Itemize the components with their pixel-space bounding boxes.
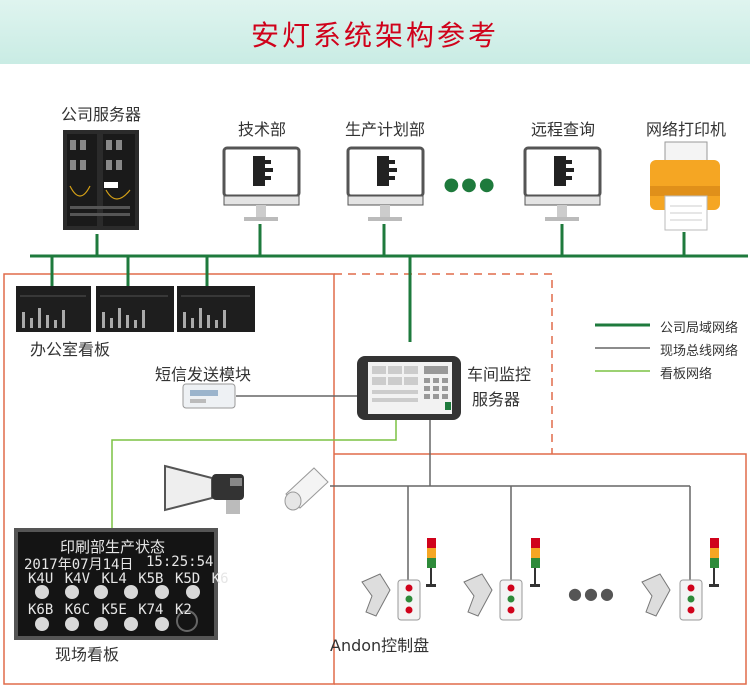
board-codes-row1: K4U K4V KL4 K5B K5D K6 — [28, 571, 229, 587]
site-board-frame — [14, 528, 218, 640]
legend-board-label: 看板网络 — [660, 367, 713, 382]
network-printer — [650, 141, 720, 231]
legend-bus-label: 现场总线网络 — [660, 344, 739, 359]
sms-label: 短信发送模块 — [155, 365, 252, 384]
page-title: 安灯系统架构参考 — [250, 19, 499, 52]
andon-station-2 — [463, 538, 540, 621]
plan-label: 生产计划部 — [344, 120, 426, 139]
camera — [284, 467, 329, 511]
office-board-label: 办公室看板 — [30, 340, 111, 359]
board-net-line — [111, 420, 397, 530]
board-code: K6B — [28, 602, 54, 618]
sms-module — [182, 383, 236, 409]
board-code: K74 — [138, 602, 164, 618]
andon-region — [334, 453, 747, 685]
andon-label: Andon控制盘 — [330, 636, 430, 655]
board-code: K4V — [64, 571, 91, 587]
board-code: KL4 — [101, 571, 127, 587]
board-code: K5D — [174, 571, 201, 587]
horn-speaker — [164, 464, 244, 514]
printer-label: 网络打印机 — [645, 120, 727, 139]
lan-lines — [30, 224, 748, 342]
monitor-plan — [346, 146, 425, 221]
monitor-remote — [523, 146, 602, 221]
ellipsis-bottom: ●●● — [568, 584, 616, 603]
board-codes-row2: K6B K6C K5E K74 K2 — [28, 602, 192, 618]
andon-station-3 — [641, 538, 719, 621]
site-board-lamps — [35, 585, 200, 631]
andon-station-1 — [361, 538, 436, 621]
legend-lan-label: 公司局域网络 — [660, 321, 739, 336]
monitor-server-label-1: 车间监控 — [467, 365, 532, 384]
title-banner — [0, 0, 750, 64]
site-board-label: 现场看板 — [55, 645, 120, 664]
monitor-tech — [222, 146, 301, 221]
board-code: K6C — [64, 602, 91, 618]
remote-label: 远程查询 — [530, 120, 596, 139]
monitor-region-dashed — [334, 273, 553, 454]
ellipsis-top: ●●● — [443, 174, 497, 195]
tech-label: 技术部 — [237, 120, 287, 139]
monitor-server-label-2: 服务器 — [472, 390, 521, 409]
office-boards — [16, 286, 255, 332]
board-logo-icon — [176, 610, 198, 632]
server-rack — [63, 130, 139, 230]
factory-region — [3, 273, 335, 685]
board-time: 15:25:54 — [146, 554, 214, 570]
board-code: K5E — [101, 602, 127, 618]
board-heading: 印刷部生产状态 — [60, 538, 166, 556]
board-code: K5B — [138, 571, 164, 587]
bus-lines — [236, 395, 691, 580]
board-code: K2 — [174, 602, 192, 618]
board-code: K6 — [211, 571, 229, 587]
board-code: K4U — [28, 571, 54, 587]
server-label: 公司服务器 — [60, 105, 142, 124]
monitor-server-tablet — [357, 356, 461, 420]
board-date: 2017年07月14日 — [24, 557, 134, 573]
